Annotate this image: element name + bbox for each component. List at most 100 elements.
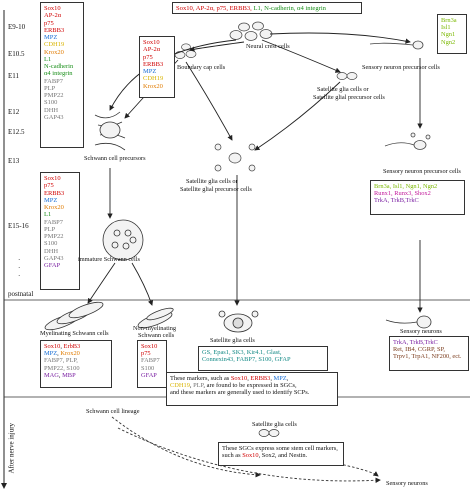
marker-line: PLP	[44, 85, 80, 92]
marker-line: p75	[143, 54, 171, 61]
marker-text: AP-2α	[44, 12, 62, 20]
marker-text: Sox10	[141, 343, 158, 350]
boundary-cap-cells-drawing	[174, 43, 197, 59]
marker-text: GAP43	[44, 113, 64, 121]
marker-line: DHH	[44, 248, 76, 255]
marker-line: α4 integrin	[44, 70, 80, 77]
marker-text: Sox10	[242, 452, 259, 460]
neural-crest-label: Neural crest cells	[246, 43, 290, 50]
immature-schwann-drawing	[102, 219, 144, 261]
marker-line: Connexin43, FABP7, S100, GFAP	[202, 356, 324, 363]
marker-line: S100	[44, 240, 76, 247]
marker-text: ,	[247, 375, 251, 382]
nonmyelinating-label-1: Non-myelinating	[133, 325, 177, 332]
marker-line: MPZ	[143, 68, 171, 75]
marker-text: S100	[141, 364, 155, 372]
marker-text: MPZ	[44, 34, 58, 42]
marker-line: Brn3a	[441, 17, 463, 24]
marker-text: GS, Epas1, SK3, Kir4.1, Glast,	[202, 349, 282, 356]
stage-e9-10: E9-10	[8, 23, 26, 31]
marker-line: Sox10	[141, 343, 163, 350]
marker-line: N-cadherin	[44, 63, 80, 70]
marker-line: S100	[44, 99, 80, 106]
marker-line: GFAP	[141, 372, 163, 379]
marker-line: TrkA, TrkB,TrkC	[393, 339, 465, 346]
marker-line: PMP22	[44, 233, 76, 240]
marker-text: Ngn2	[441, 38, 456, 46]
marker-text: Isl1	[441, 24, 451, 32]
marker-line: Sox10	[44, 175, 76, 182]
sensory-neuron-precursor-drawing	[369, 40, 424, 50]
marker-line: L1	[44, 211, 76, 218]
marker-line: CDH19	[44, 41, 80, 48]
marker-line: PLP	[44, 226, 76, 233]
marker-line: FABP7	[44, 78, 80, 85]
marker-text: CDH19	[143, 75, 164, 83]
marker-text: Sox10	[44, 343, 61, 350]
marker-text: Brn3a	[441, 17, 457, 24]
marker-text: These SGCs express some stem cell marker…	[222, 445, 338, 452]
stage-dot-1: ·	[18, 256, 21, 264]
marker-line: Krox20	[143, 83, 171, 90]
marker-line: These markers, such as Sox10, ERBB3, MPZ…	[170, 375, 334, 382]
marker-line: Sox10	[143, 39, 171, 46]
marker-line: MPZ	[44, 34, 80, 41]
marker-line: MAG, MBP	[44, 372, 108, 379]
myelinating-schwann-drawing	[44, 301, 104, 331]
marker-text: PMP22	[44, 233, 64, 241]
satellite-glia-or-label-1: Satellite glia cells or	[317, 86, 369, 93]
marker-text: and these markers are generally used to …	[170, 389, 310, 397]
satellite-glia-label: Satellite glia cells	[210, 337, 255, 344]
marker-text: Krox20	[44, 204, 64, 212]
neural-crest-cells-drawing	[229, 21, 273, 41]
marker-line: FABP7	[141, 357, 163, 364]
marker-line: and these markers are generally used to …	[170, 389, 334, 396]
marker-line: These SGCs express some stem cell marker…	[222, 445, 340, 452]
sensory-neurons-injury-label: Sensory neurons	[386, 480, 428, 487]
marker-text: p75	[44, 19, 54, 27]
marker-text: ,	[60, 343, 64, 350]
marker-line: p75	[44, 182, 76, 189]
marker-text: L1	[44, 211, 52, 219]
injury-note-box: These SGCs express some stem cell marker…	[218, 442, 344, 466]
sensory-neuron-precursor-drawing-2	[384, 132, 431, 150]
marker-line: AP-2α	[44, 12, 80, 19]
marker-text: GFAP	[44, 262, 61, 270]
marker-line: Isl1	[441, 24, 463, 31]
sensory-neurons-label: Sensory neurons	[400, 328, 442, 335]
neural-crest-marker-box: Sox10, AP-2α, p75, ERBB3, L1, N-cadherin…	[172, 2, 362, 14]
myelinating-label: Myelinating Schwann cells	[40, 330, 109, 337]
marker-text: ERBB3	[44, 189, 65, 197]
marker-line: TrkA, TrkB,TrkC	[374, 197, 461, 204]
stage-e12-5: E12.5	[8, 128, 25, 136]
marker-text: p75	[141, 350, 151, 358]
marker-text: L1	[44, 55, 52, 63]
marker-text: Sox10	[44, 175, 61, 182]
marker-line: Runx1, Runx3, Shox2	[374, 190, 461, 197]
satellite-glia-precursor-drawing-2	[214, 143, 256, 172]
marker-text: , are found to be expressed in SGCs,	[203, 382, 297, 390]
marker-text: PMP22	[44, 364, 64, 372]
marker-text: PLP	[44, 84, 56, 92]
stage-e10-5: E10.5	[8, 50, 25, 58]
marker-text: PLP	[193, 382, 204, 390]
marker-line: GAP43	[44, 114, 80, 121]
marker-line: GAP43	[44, 255, 76, 262]
marker-text: ErbB3	[63, 343, 81, 350]
marker-text: such as	[222, 452, 243, 460]
marker-line: Krox20	[44, 204, 76, 211]
marker-text: DHH	[44, 106, 59, 114]
marker-line: CDH19	[143, 75, 171, 82]
stage-e12: E12	[8, 108, 20, 116]
marker-line: CDH19, PLP, are found to be expressed in…	[170, 382, 334, 389]
marker-text: Ret, IB4, CGRP, SP,	[393, 346, 446, 354]
marker-text: ERBB3	[143, 60, 164, 68]
marker-text: ,	[286, 375, 289, 382]
marker-text: , Sox2, and Nestin.	[258, 452, 308, 460]
marker-text: ,	[58, 371, 63, 379]
marker-text: ERBB3	[250, 375, 271, 382]
